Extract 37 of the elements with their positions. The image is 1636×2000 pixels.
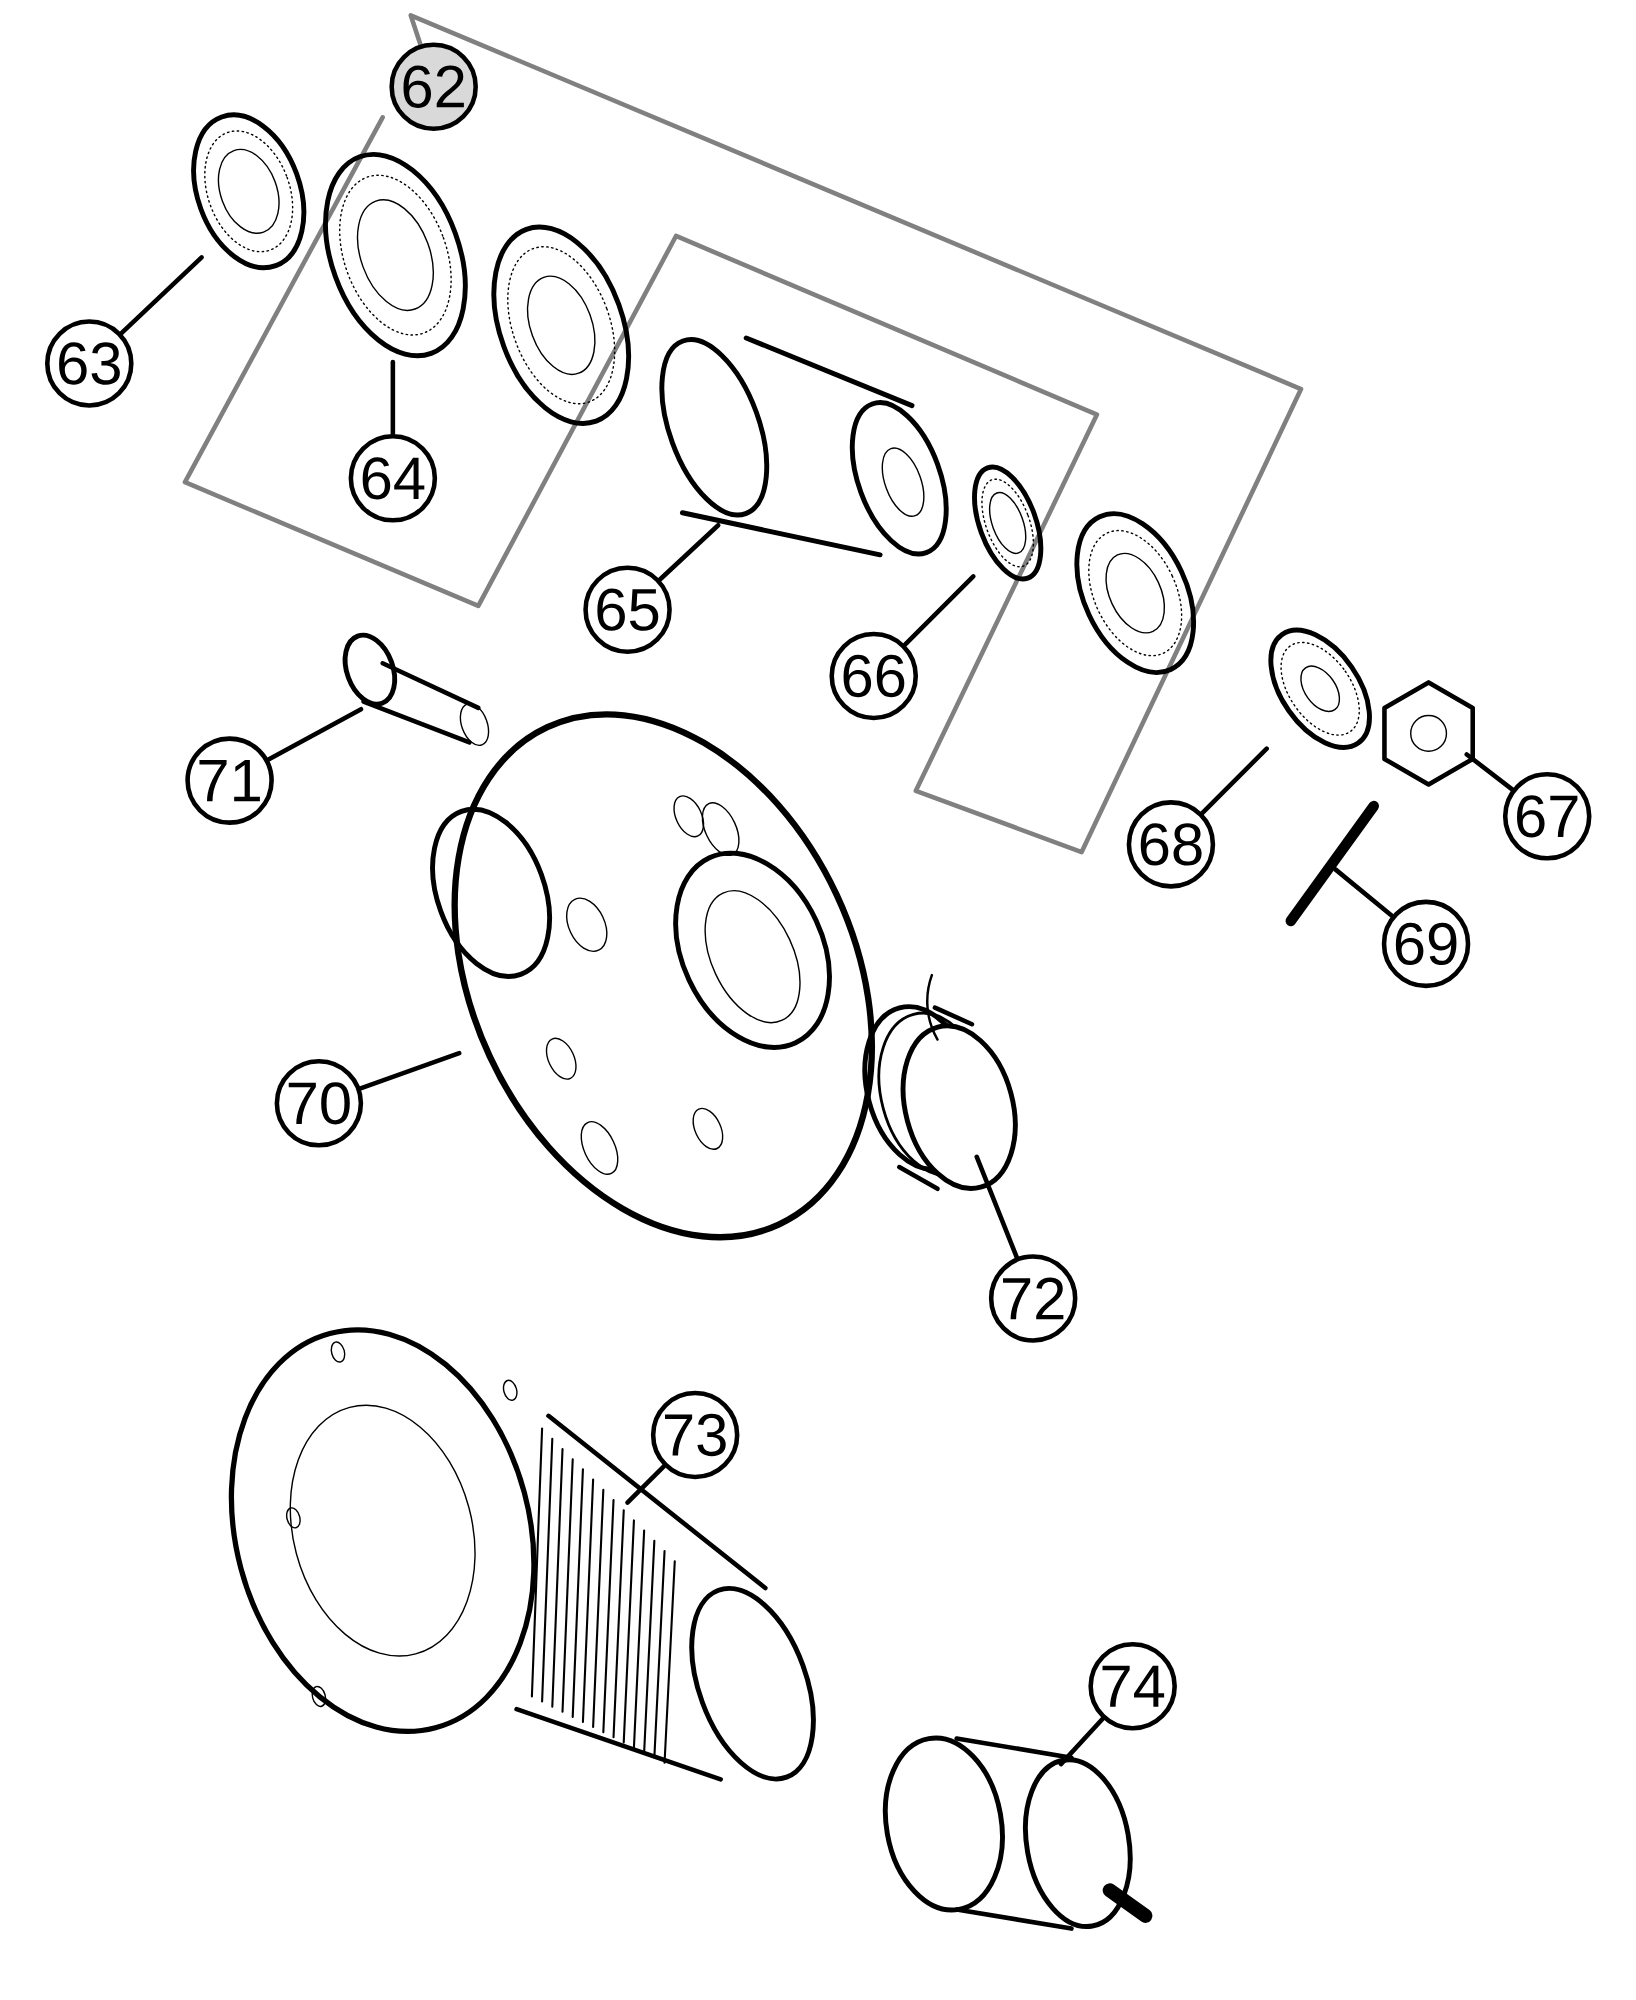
hub-drawing — [429, 711, 875, 1241]
callout-number: 65 — [583, 565, 672, 654]
callout-number: 74 — [1088, 1641, 1177, 1731]
leader-line — [624, 1464, 666, 1505]
washer-drawing — [1268, 627, 1372, 750]
leader-line — [1058, 1716, 1105, 1767]
leader-line — [1332, 867, 1394, 919]
callout-number: 72 — [988, 1254, 1078, 1343]
callout-number: 70 — [274, 1059, 363, 1148]
callout-number: 67 — [1502, 772, 1592, 861]
leader-line — [358, 1050, 462, 1091]
callout-number: 71 — [185, 736, 274, 825]
leader-line — [118, 255, 204, 336]
stud-drawing — [342, 632, 490, 746]
leader-line — [1464, 752, 1515, 792]
leader-line — [390, 359, 395, 437]
leader-line — [974, 1154, 1019, 1260]
callout-number: 66 — [829, 631, 918, 721]
washer-drawing — [971, 464, 1044, 582]
cap-drawing — [862, 973, 1018, 1192]
leader-line — [657, 522, 721, 582]
seal-drawing — [322, 152, 468, 359]
callout-number: 63 — [44, 319, 134, 408]
tool-drawing — [882, 1735, 1153, 1931]
callout-number: 69 — [1381, 899, 1471, 989]
callout-number: 62 — [389, 42, 478, 131]
seal-drawing — [191, 112, 306, 271]
callout-number: 64 — [348, 434, 437, 523]
leader-line — [902, 574, 976, 647]
callout-number: 68 — [1126, 800, 1215, 889]
bushing-drawing — [659, 335, 949, 558]
callout-number: 73 — [650, 1390, 740, 1480]
split-pin-drawing — [1285, 800, 1379, 927]
leader-line — [266, 706, 364, 762]
leader-line — [1199, 746, 1269, 816]
nut-drawing — [1381, 680, 1475, 787]
drive-flange-drawing — [228, 1327, 816, 1782]
